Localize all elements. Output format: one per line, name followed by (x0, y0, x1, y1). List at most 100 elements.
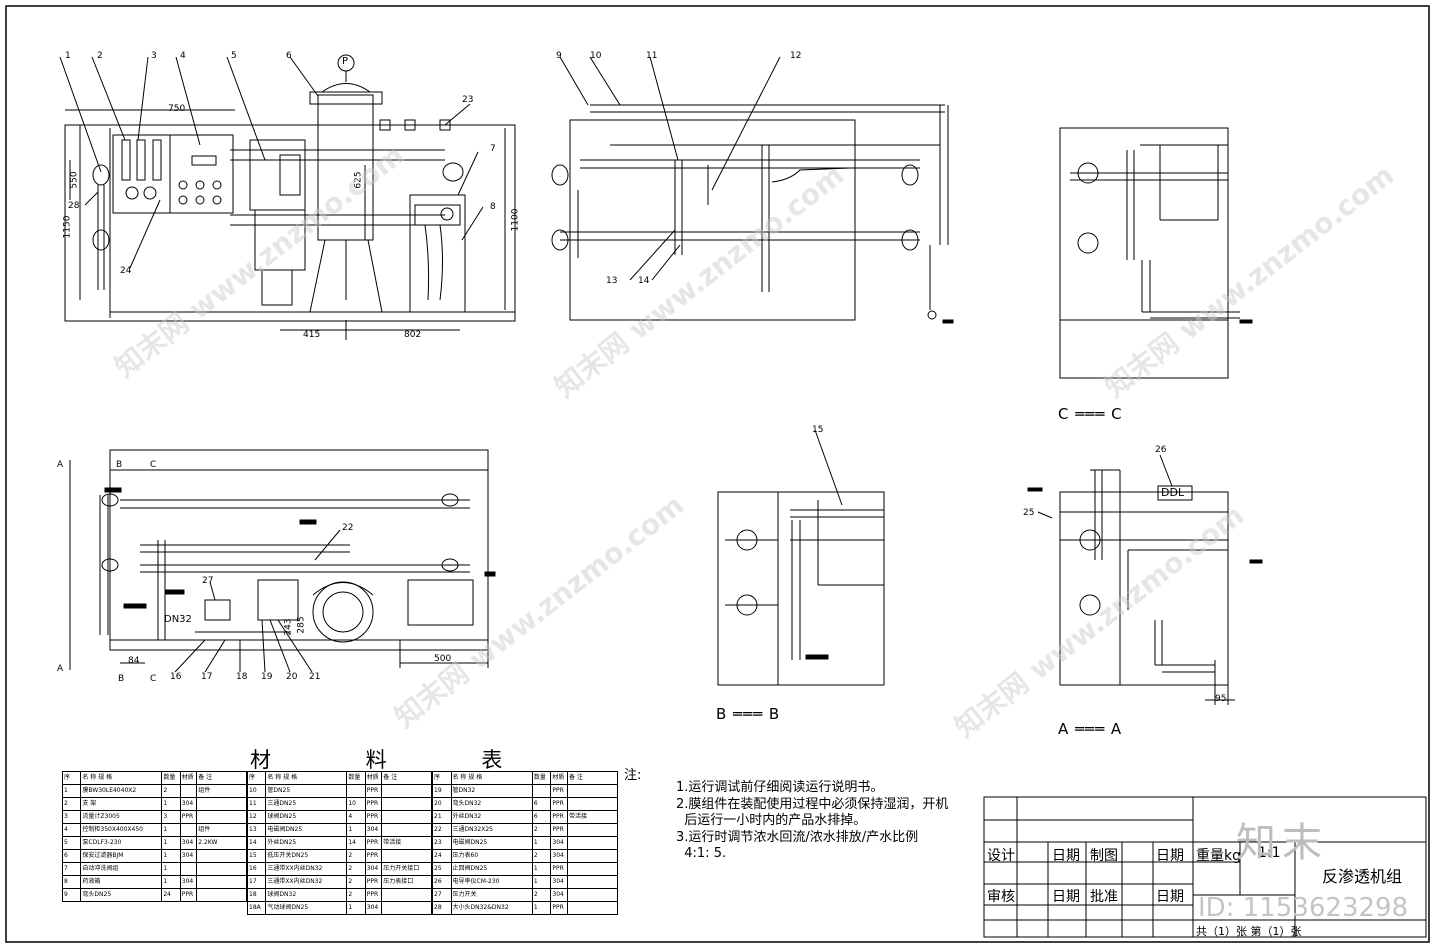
watermark-brand: 知末 (1236, 820, 1328, 866)
material-cell: 1 (531, 836, 552, 850)
tb-check: 审核 (987, 889, 1015, 905)
plan-view (69, 449, 496, 673)
material-cell (196, 875, 247, 889)
section-a-a (1027, 454, 1263, 705)
material-cell (567, 797, 618, 811)
material-cell: 14 (346, 836, 366, 850)
material-cell: 11 (246, 797, 267, 811)
part-label-3: 3 (151, 51, 157, 61)
material-cell (531, 784, 552, 798)
part-label-19: 19 (261, 672, 273, 682)
material-cell: 1 (531, 875, 552, 889)
material-cell: 大小头DN32&DN32 (450, 901, 533, 915)
dim-415: 415 (303, 330, 321, 340)
material-cell: 10 (246, 784, 267, 798)
section-mark-a-bottom: A (57, 664, 64, 674)
material-cell (567, 888, 618, 902)
dim-750: 750 (168, 104, 186, 114)
notes-heading: 注: (624, 768, 642, 783)
tb-approve: 批准 (1090, 889, 1118, 905)
material-cell: 9 (61, 888, 82, 902)
material-cell (381, 888, 432, 902)
material-cell: PPR (550, 810, 569, 824)
front-view (59, 54, 516, 340)
material-cell: 1 (531, 862, 552, 876)
material-cell: 304 (364, 901, 383, 915)
part-label-12: 12 (790, 51, 802, 61)
dim-1150: 1150 (62, 215, 73, 239)
part-label-22: 22 (342, 523, 354, 533)
tb-drawing-name: 反渗透机组 (1322, 867, 1403, 886)
material-cell: 1 (161, 797, 181, 811)
material-cell: 12 (246, 810, 267, 824)
material-cell: 1 (161, 823, 181, 837)
note-line: 1.运行调试前仔细阅读运行说明书。 (676, 780, 884, 795)
tb-draw: 制图 (1090, 848, 1118, 864)
material-header-cell: 材质 (179, 771, 198, 785)
material-cell: 1 (346, 901, 366, 915)
material-cell: 2 (161, 784, 181, 798)
material-cell: 304 (179, 797, 198, 811)
material-cell: 8 (61, 875, 82, 889)
material-cell: 电导率仪CM-230 (450, 875, 533, 889)
material-cell: 2 (346, 849, 366, 863)
material-cell: 弯头DN25 (80, 888, 163, 902)
dim-802: 802 (404, 330, 422, 340)
material-header-cell: 名 称 规 格 (450, 771, 533, 785)
material-cell: 流量计Z3005 (80, 810, 163, 824)
material-cell: PPR (179, 888, 198, 902)
material-cell: 电磁阀DN25 (265, 823, 348, 837)
material-cell (196, 862, 247, 876)
material-cell: 304 (179, 849, 198, 863)
material-header-row: 序名 称 规 格数量材质备 注 (246, 771, 432, 785)
material-cell: 18A (246, 901, 267, 915)
material-cell: 28 (432, 901, 452, 915)
part-label-1: 1 (65, 51, 71, 61)
material-cell: 24 (432, 849, 452, 863)
material-cell: 弯头DN32 (450, 797, 533, 811)
material-cell: 止回阀DN25 (450, 862, 533, 876)
material-cell: PPR (364, 836, 383, 850)
material-cell: 22 (432, 823, 452, 837)
part-label-25: 25 (1023, 508, 1035, 518)
material-cell: 25 (432, 862, 452, 876)
material-cell: PPR (364, 875, 383, 889)
material-cell: 1 (161, 862, 181, 876)
part-label-9: 9 (556, 51, 562, 61)
tb-design: 设计 (987, 848, 1015, 864)
part-label-11: 11 (646, 51, 658, 61)
dim-500: 500 (434, 654, 452, 664)
section-mark-b-bottom: B (118, 674, 125, 684)
part-label-10: 10 (590, 51, 602, 61)
material-cell: 304 (179, 836, 198, 850)
material-cell: PPR (364, 784, 383, 798)
tb-date-2: 日期 (1052, 889, 1080, 905)
material-cell: 三通DN25 (265, 797, 348, 811)
material-cell (381, 849, 432, 863)
material-cell: 1 (61, 784, 82, 798)
material-header-cell: 备 注 (567, 771, 618, 785)
material-cell: 16 (246, 862, 267, 876)
material-cell: PPR (364, 797, 383, 811)
material-cell: 5 (61, 836, 82, 850)
material-cell (381, 901, 432, 915)
material-cell: PPR (179, 810, 198, 824)
material-cell (381, 823, 432, 837)
material-cell: 6 (531, 810, 552, 824)
material-table-title: 材 料 表 (250, 748, 547, 772)
material-cell: 4 (346, 810, 366, 824)
label-dn32: DN32 (164, 614, 192, 625)
material-cell: 14 (246, 836, 267, 850)
material-cell: 压力开关 (450, 888, 533, 902)
part-label-28: 28 (68, 201, 80, 211)
